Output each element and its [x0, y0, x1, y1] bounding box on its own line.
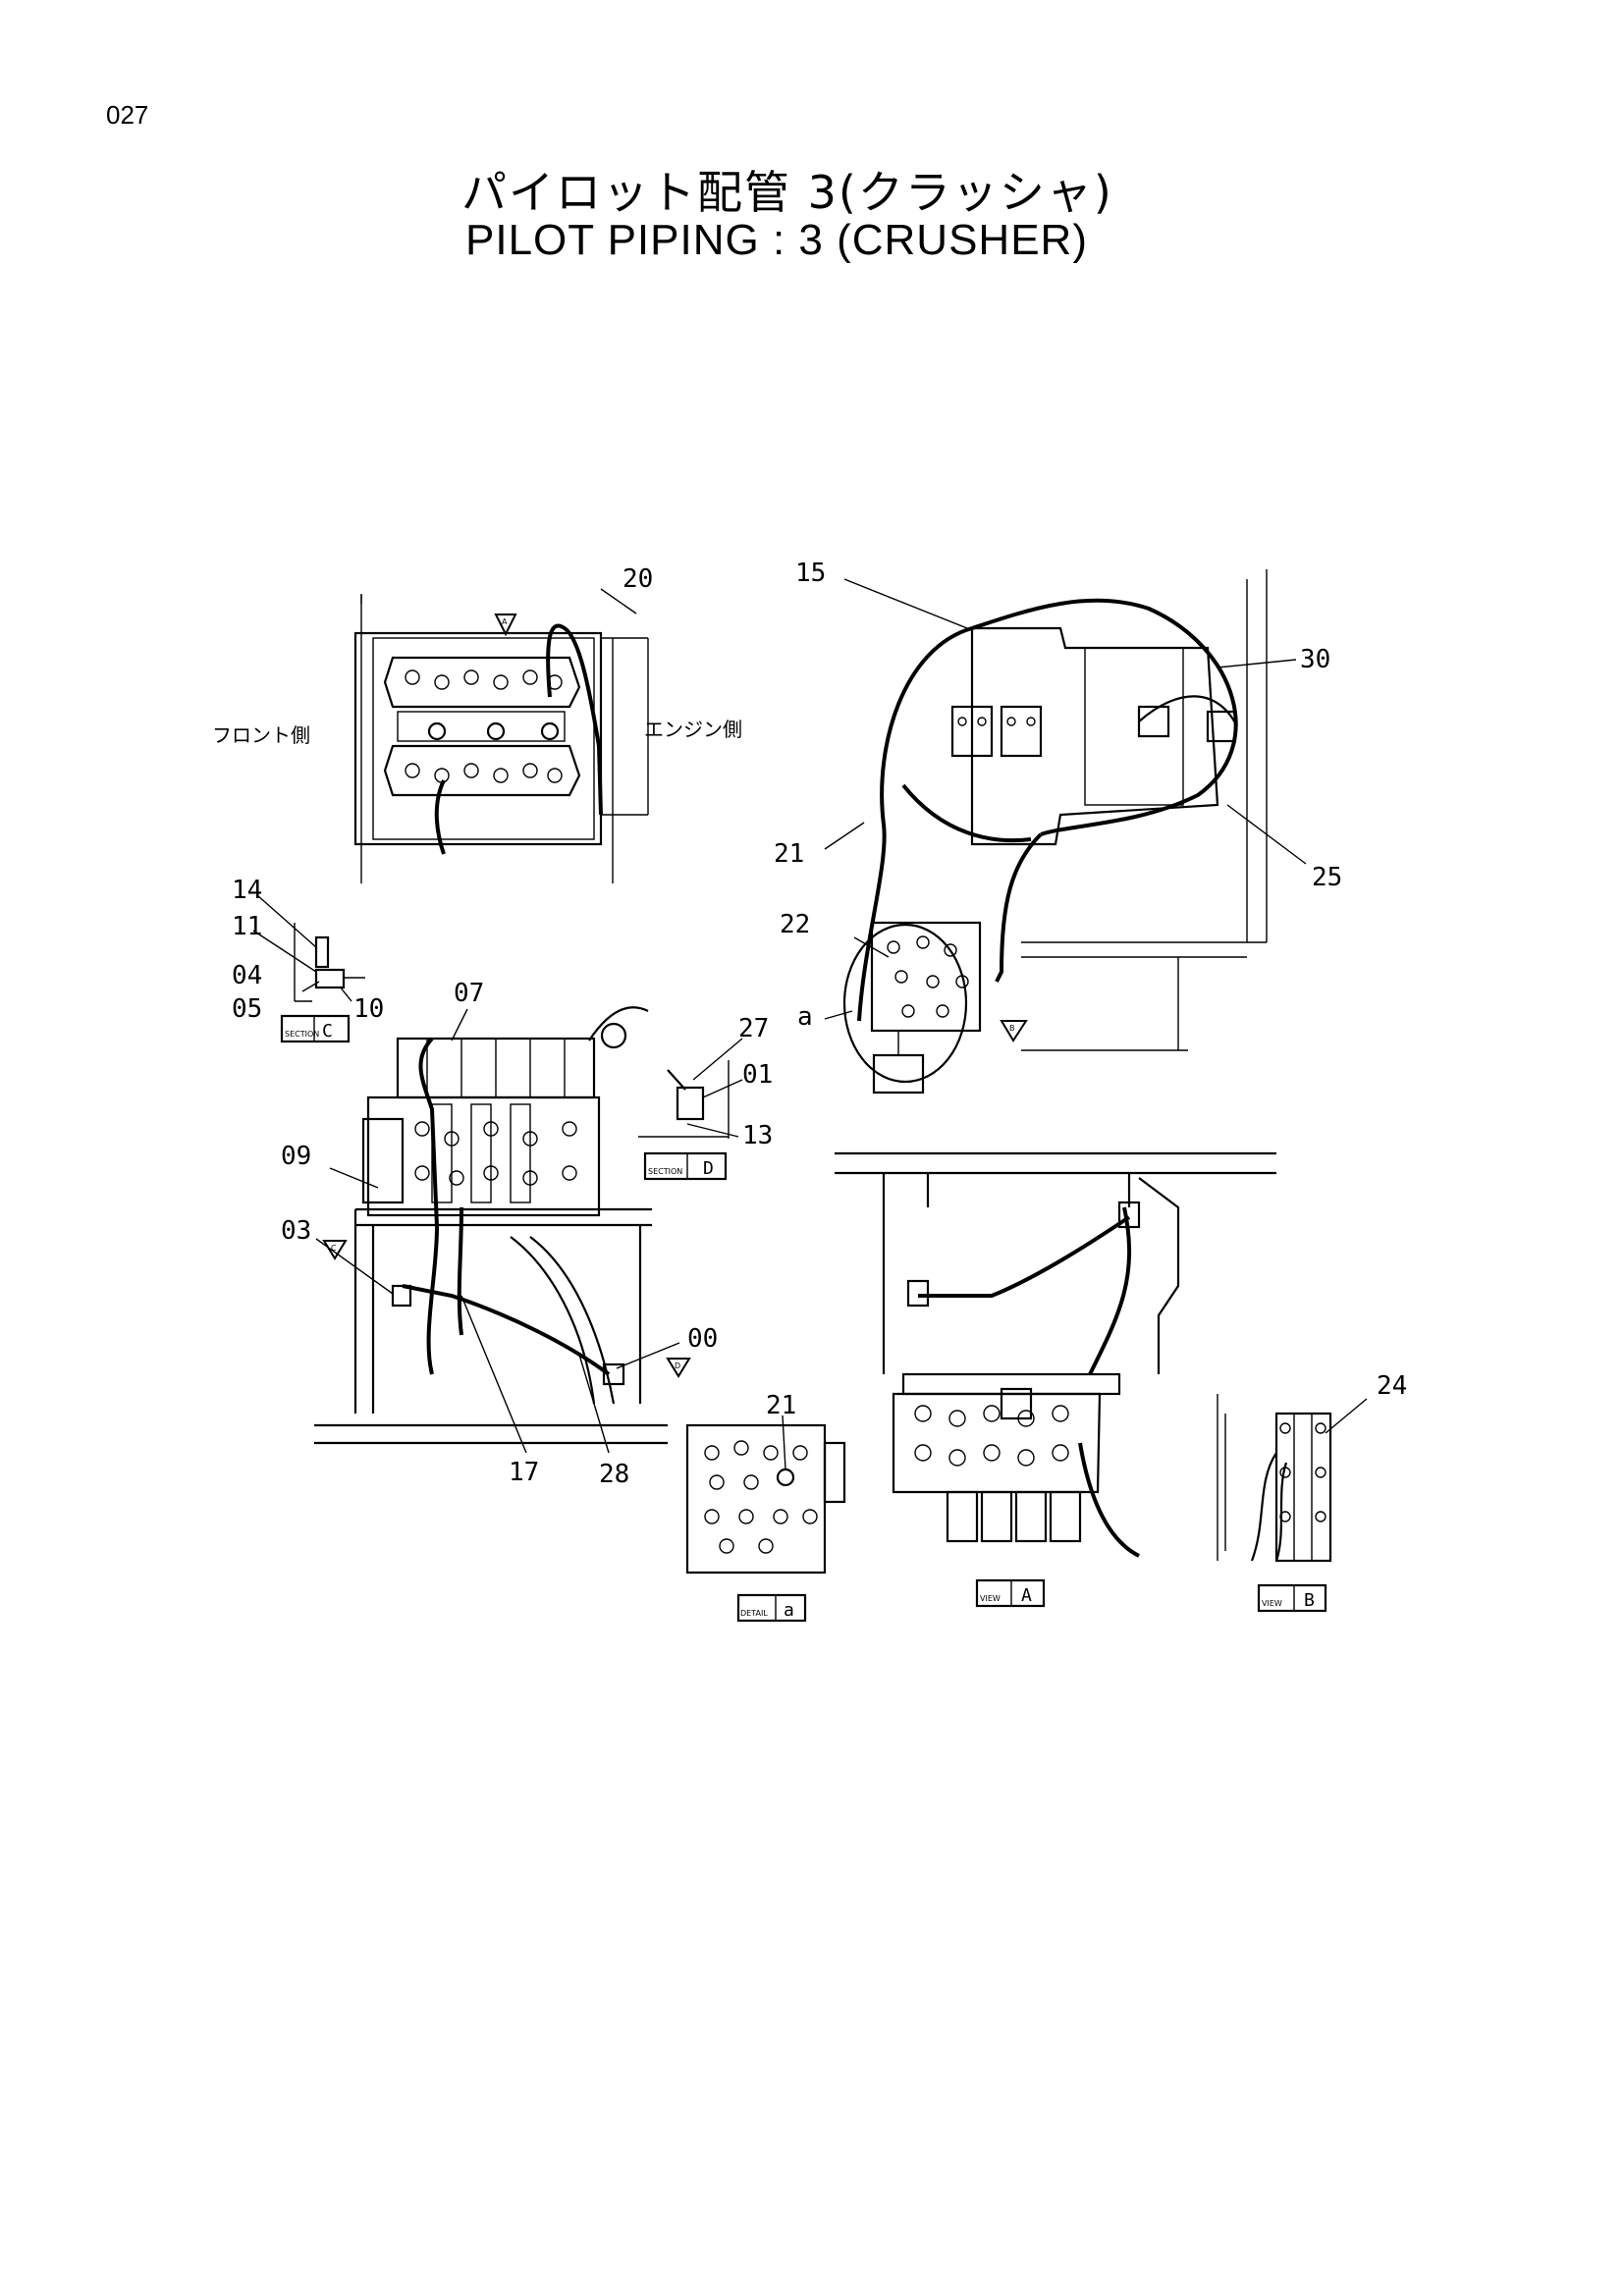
callout-07: 07: [454, 979, 484, 1008]
page-number: 027: [106, 100, 149, 130]
view-c-arrow-label: C: [331, 1244, 337, 1253]
view-b-label-box: VIEW B: [1257, 1583, 1327, 1613]
title-japanese: パイロット配管 3(クラッシャ): [461, 166, 1113, 219]
detail-a-label-box: DETAIL a: [736, 1593, 807, 1623]
callout-05: 05: [232, 994, 262, 1024]
svg-text:a: a: [784, 1600, 794, 1621]
svg-text:C: C: [322, 1021, 333, 1041]
callout-00: 00: [687, 1324, 718, 1354]
callout-09: 09: [281, 1142, 311, 1171]
section-c-label-box: SECTION C: [280, 1014, 351, 1043]
view-a-label-box: VIEW A: [975, 1578, 1046, 1608]
callout-a-small: a: [797, 1002, 813, 1032]
detail-a-drawing: [685, 1415, 846, 1575]
view-b-drawing: [1217, 1394, 1368, 1563]
valve-stack-drawing: C D: [314, 1006, 691, 1454]
callout-25: 25: [1312, 863, 1342, 892]
callout-17: 17: [509, 1458, 539, 1487]
title-english: PILOT PIPING : 3 (CRUSHER): [465, 216, 1088, 264]
svg-text:B: B: [1304, 1590, 1315, 1611]
section-c-drawing: [252, 894, 365, 1002]
callout-30: 30: [1300, 645, 1330, 674]
svg-text:A: A: [1021, 1585, 1032, 1606]
callout-21-lower: 21: [766, 1391, 796, 1420]
callout-27: 27: [738, 1014, 769, 1043]
callout-20: 20: [623, 564, 653, 594]
callout-13: 13: [742, 1121, 773, 1150]
svg-text:DETAIL: DETAIL: [740, 1609, 768, 1618]
svg-text:SECTION: SECTION: [648, 1167, 682, 1176]
callout-14: 14: [232, 876, 262, 905]
view-d-arrow-label: D: [675, 1362, 680, 1370]
engine-side-label: エンジン側: [644, 718, 742, 741]
svg-text:VIEW: VIEW: [1262, 1599, 1282, 1608]
view-b-arrow-label: B: [1009, 1024, 1015, 1033]
callout-04: 04: [232, 961, 262, 990]
callout-15: 15: [795, 559, 826, 588]
top-view-drawing: A: [353, 588, 649, 883]
callout-22: 22: [780, 910, 810, 939]
callout-24: 24: [1377, 1371, 1407, 1401]
callout-21-upper: 21: [774, 839, 804, 869]
svg-text:VIEW: VIEW: [980, 1594, 1001, 1603]
view-a-arrow-label: A: [502, 617, 508, 626]
callout-11: 11: [232, 912, 262, 941]
section-d-label-box: SECTION D: [643, 1151, 728, 1181]
svg-text:SECTION: SECTION: [285, 1030, 319, 1039]
section-d-drawing: [638, 1038, 743, 1139]
lower-right-view-drawing: [835, 1151, 1276, 1558]
callout-28: 28: [599, 1460, 629, 1489]
svg-text:D: D: [703, 1158, 714, 1179]
right-view-drawing: B: [824, 569, 1307, 1095]
callout-10: 10: [353, 994, 384, 1024]
front-side-label: フロント側: [212, 723, 310, 747]
callout-01: 01: [742, 1060, 773, 1090]
callout-03: 03: [281, 1216, 311, 1246]
